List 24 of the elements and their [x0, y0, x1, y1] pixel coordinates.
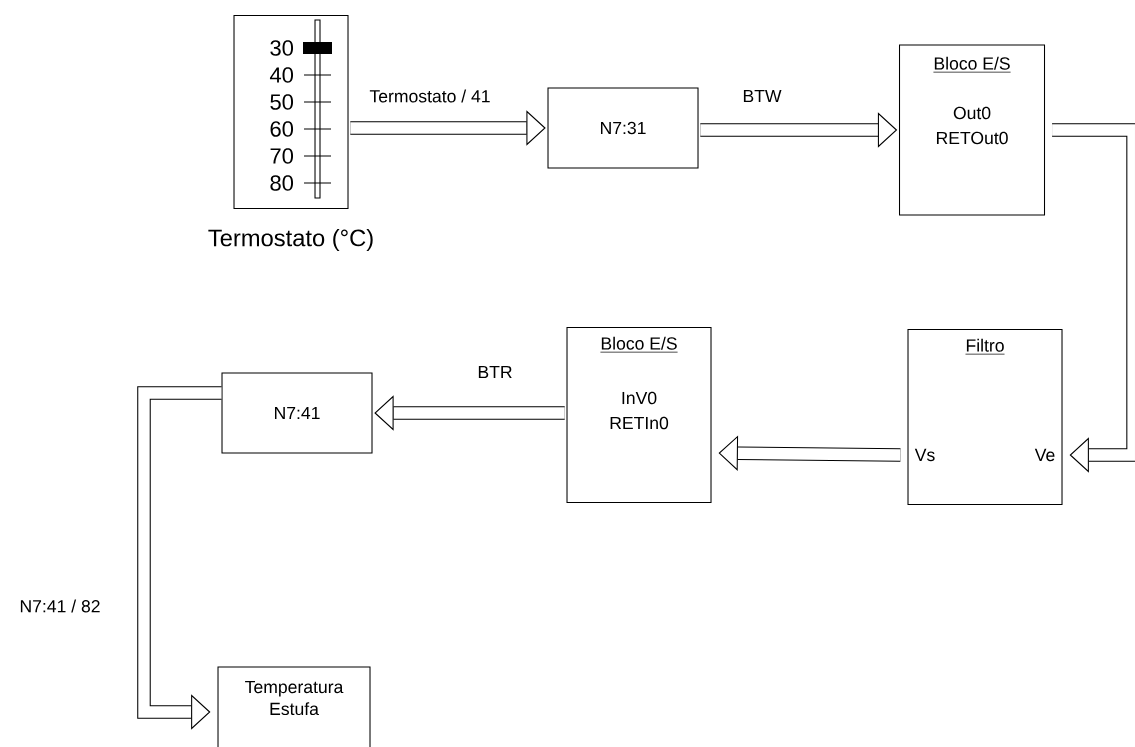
scale-number: 50	[270, 94, 294, 110]
scale-number: 80	[270, 175, 294, 191]
edge-label: BTR	[478, 365, 512, 379]
process-box: N7:41	[221, 372, 373, 454]
scale-number: 60	[270, 121, 294, 137]
box-heading: Bloco E/S	[600, 336, 678, 353]
signal-name: InV0	[622, 391, 657, 405]
output-box: Temperatura Estufa	[217, 666, 371, 747]
scale-number: 40	[269, 67, 294, 83]
edge-label: BTW	[743, 89, 782, 103]
box-heading: Filtro	[965, 338, 1005, 355]
node-label: Termostato (°C)	[208, 228, 373, 252]
scale-number: 70	[270, 148, 294, 164]
signal-name: Ve	[1034, 448, 1055, 462]
block-arrow	[1052, 123, 1135, 473]
signal-name: RETIn0	[610, 416, 669, 430]
signal-name: RETOut0	[937, 131, 1008, 145]
edge-label: Termostato / 41	[369, 89, 490, 103]
signal-name: Out0	[953, 106, 991, 120]
scale-number: 30	[270, 40, 294, 56]
process-box: N7:31	[547, 87, 699, 169]
edge-label: N7:41 / 82	[20, 599, 100, 613]
signal-name: Vs	[914, 448, 935, 462]
box-heading: Bloco E/S	[933, 56, 1011, 73]
